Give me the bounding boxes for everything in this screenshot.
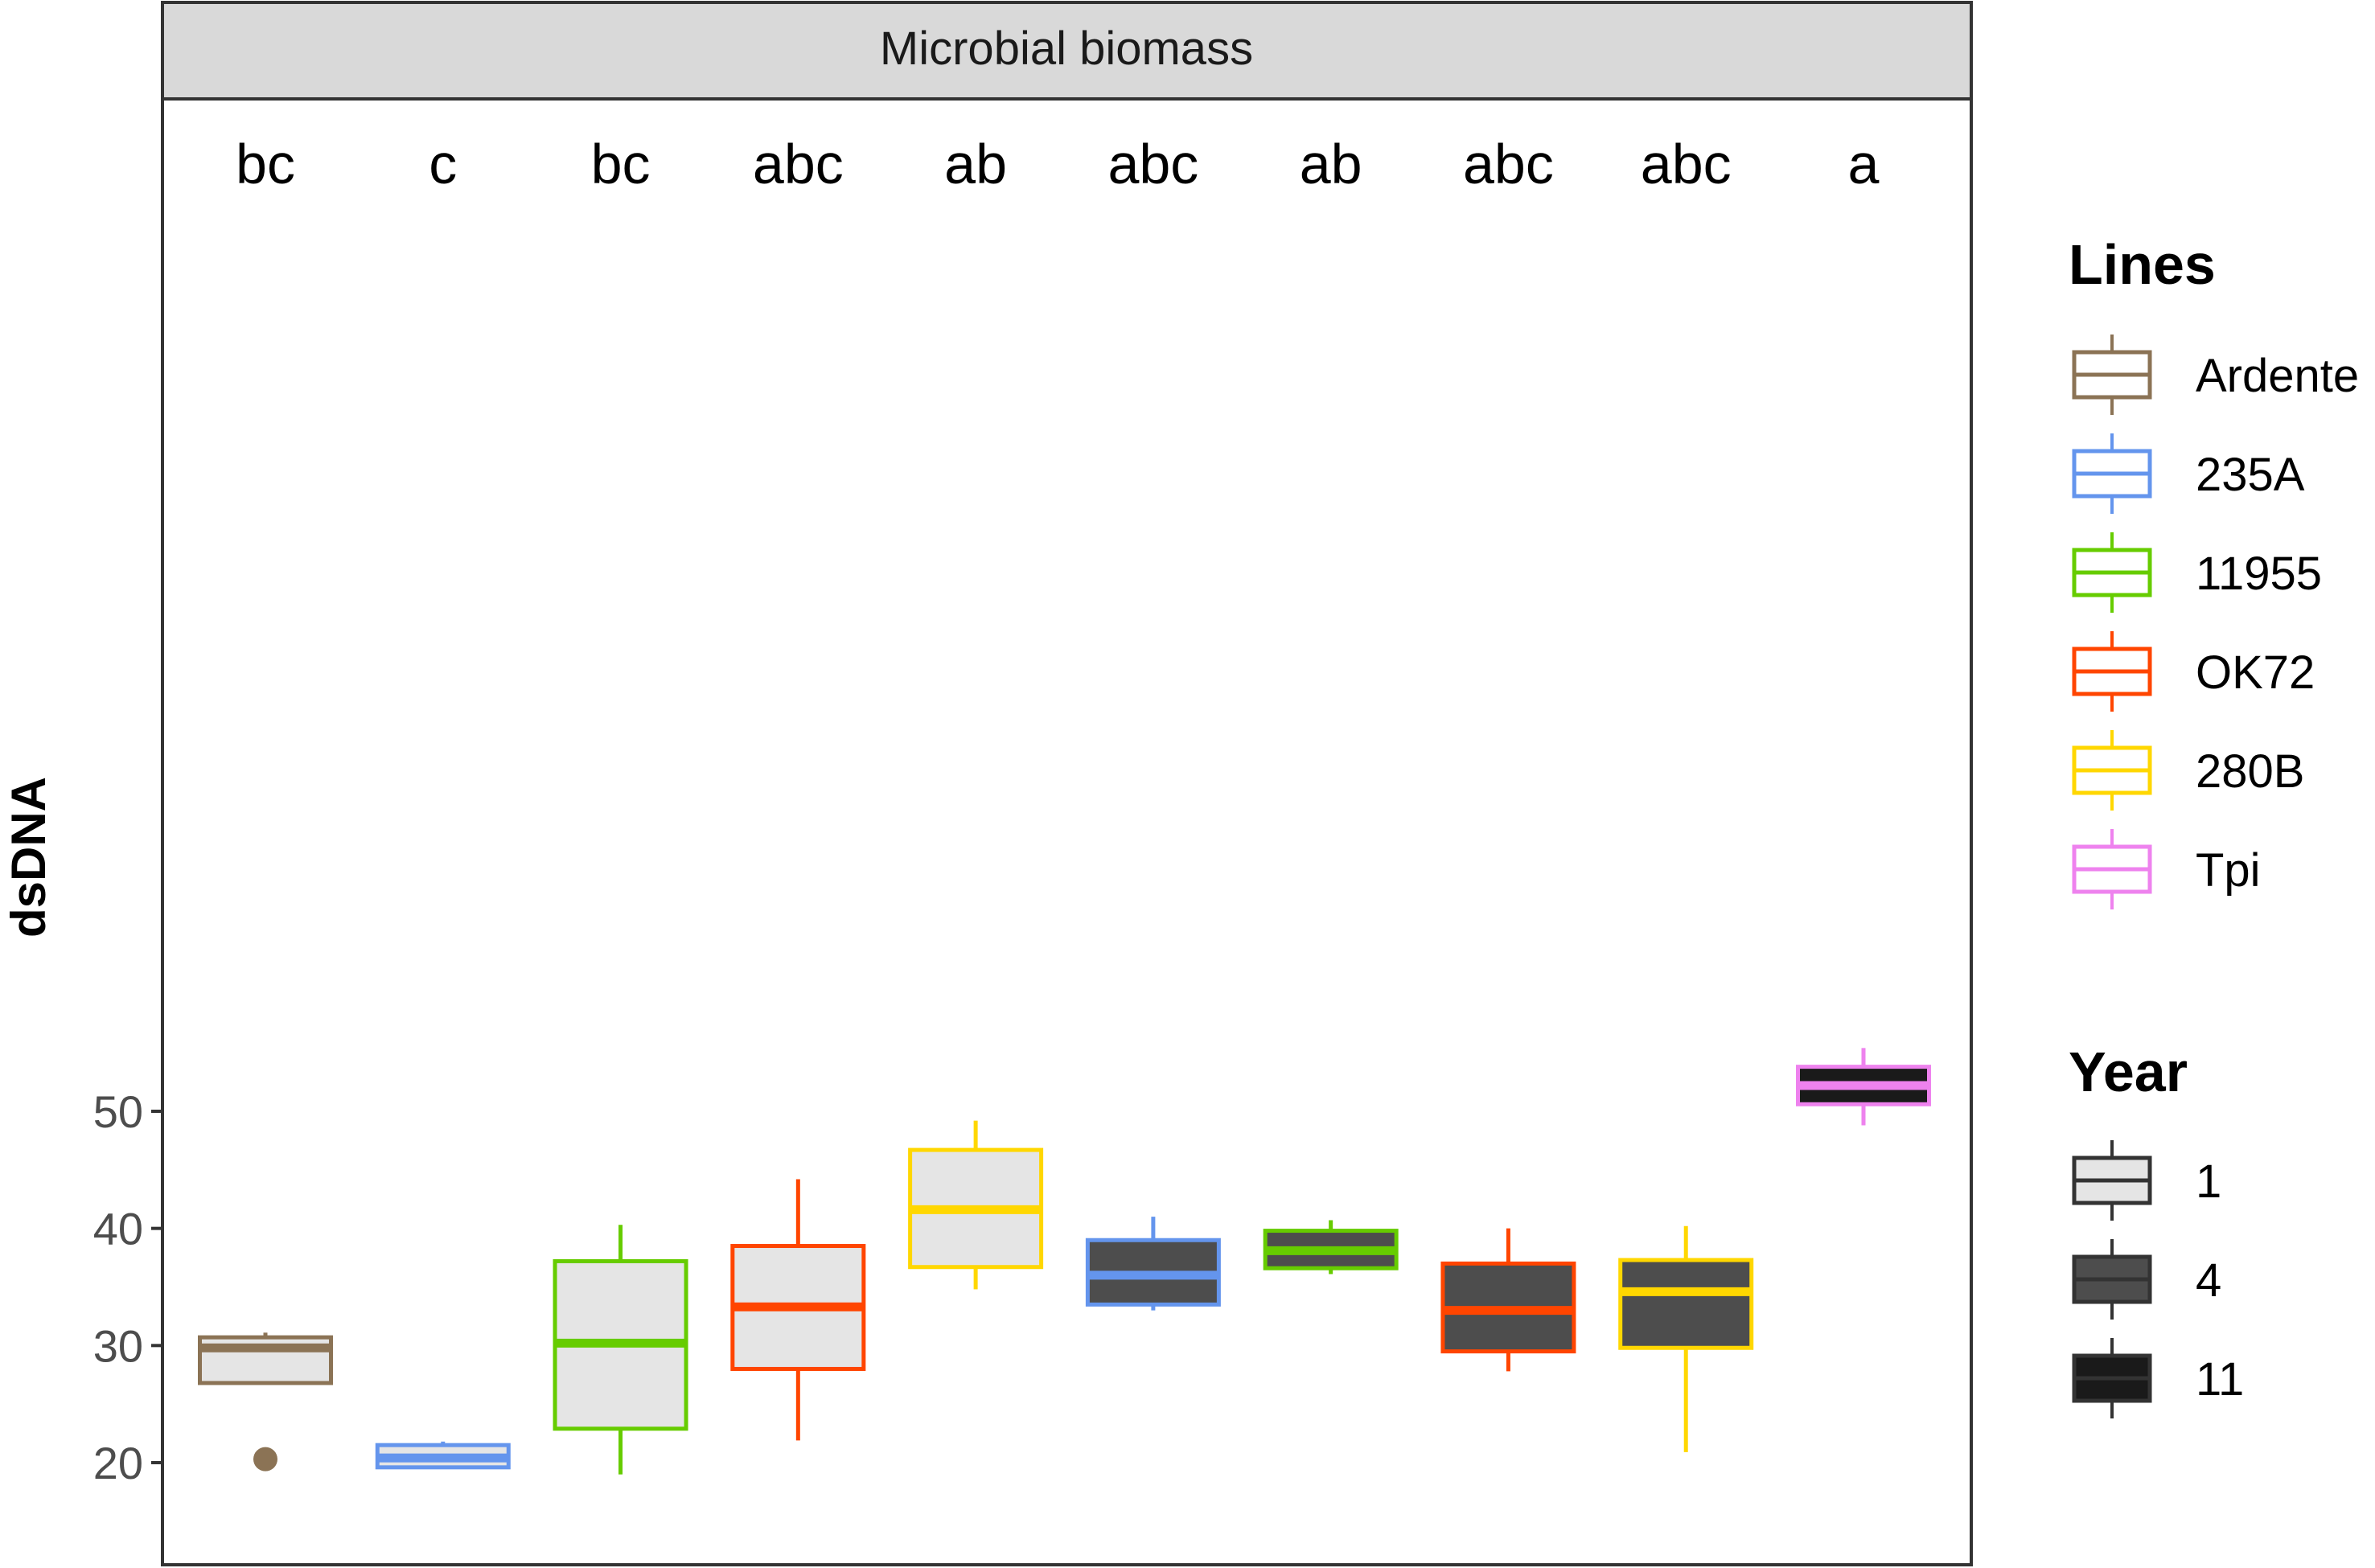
significance-letter: abc	[1641, 133, 1732, 195]
box-6: abc	[1085, 133, 1221, 1311]
box-7: ab	[1263, 133, 1399, 1275]
legend-label: Tpi	[2196, 844, 2261, 897]
box-3: bc	[553, 133, 688, 1475]
panel-content: bc c bc abc ab abc ab abc abc a	[198, 133, 1931, 1475]
box-outlier	[253, 1447, 277, 1472]
facet-title: Microbial biomass	[880, 23, 1253, 75]
legend-title-year: Year	[2069, 1041, 2188, 1103]
facet-strip	[161, 1, 1973, 101]
legend-label: 1	[2196, 1155, 2221, 1208]
legend-label: 11955	[2196, 548, 2322, 600]
legend-item-line: 11955	[2072, 532, 2322, 613]
legend-label: 235A	[2196, 449, 2305, 501]
legend-item-line: Ardente	[2072, 335, 2359, 415]
legend-item-line: OK72	[2072, 631, 2315, 712]
significance-letter: abc	[1463, 133, 1554, 195]
legend-label: 4	[2196, 1254, 2221, 1307]
significance-letter: abc	[753, 133, 844, 195]
y-tick-label: 20	[93, 1438, 143, 1488]
y-tick-label: 40	[93, 1204, 143, 1254]
legend-label: 280B	[2196, 745, 2304, 798]
y-tick-label: 50	[93, 1086, 143, 1137]
legend-title-lines: Lines	[2069, 233, 2216, 296]
legend-item-line: 280B	[2072, 730, 2304, 811]
significance-letter: bc	[591, 133, 651, 195]
box-8: abc	[1440, 133, 1576, 1372]
box-9: abc	[1618, 133, 1754, 1452]
significance-letter: ab	[1300, 133, 1362, 195]
legend-item-year: 4	[2072, 1239, 2221, 1320]
legend-item-line: 235A	[2072, 433, 2305, 514]
y-axis-title: dsDNA	[2, 777, 55, 938]
box-5: ab	[908, 133, 1044, 1290]
legend-label: 11	[2196, 1353, 2244, 1406]
legend-item-year: 11	[2072, 1338, 2244, 1418]
legend-item-year: 1	[2072, 1140, 2221, 1221]
legend-item-line: Tpi	[2072, 829, 2261, 909]
legend-label: OK72	[2196, 646, 2315, 699]
y-axis: 20 30 40 50	[93, 1086, 162, 1488]
legend-label: Ardente	[2196, 350, 2359, 402]
significance-letter: a	[1848, 133, 1880, 195]
significance-letter: bc	[236, 133, 295, 195]
significance-letter: c	[429, 133, 457, 195]
significance-letter: abc	[1107, 133, 1198, 195]
box-2: c	[375, 133, 511, 1470]
box-4: abc	[730, 133, 866, 1441]
significance-letter: ab	[944, 133, 1007, 195]
box-body	[1618, 1258, 1754, 1350]
y-tick-label: 30	[93, 1320, 143, 1371]
box-1: bc	[198, 133, 333, 1472]
box-10: a	[1796, 133, 1931, 1126]
